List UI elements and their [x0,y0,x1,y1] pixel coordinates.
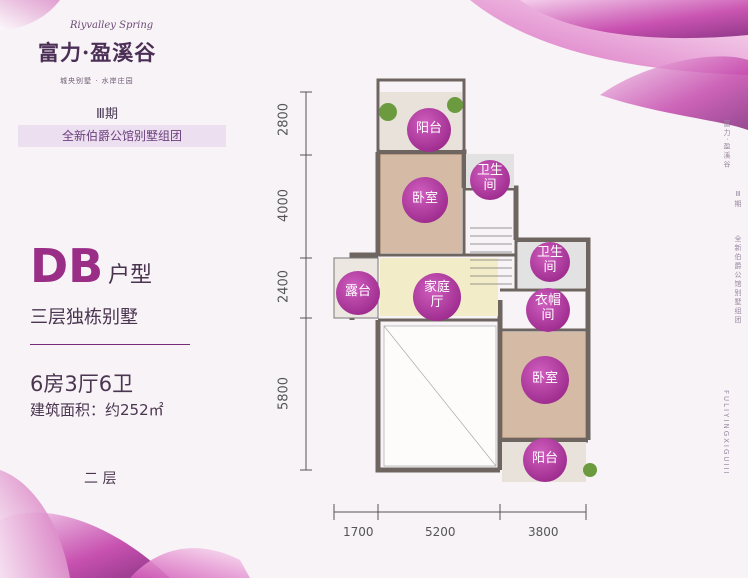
room-terrace: 露台 [344,284,371,299]
room-bath-top: 卫生 间 [476,163,503,193]
side-text-a: 富力·盈溪谷 [723,120,731,170]
unit-description: 三层独栋别墅 [30,307,138,328]
room-family-hall: 家庭 厅 [423,280,450,310]
bubble-balcony-bottom [523,438,567,482]
bubble-bath-right [530,242,570,282]
bubble-balcony-top [407,108,451,152]
logo-script-text: Riyvalley Spring [70,20,154,31]
phase-label: Ⅲ期 [96,107,118,122]
room-bath-right: 卫生 间 [536,245,563,275]
dim-h-2: 5200 [425,525,456,539]
side-text-d: FULIYINGXIGUIII [722,390,730,476]
bubble-bedroom-bottom [521,356,569,404]
logo-title: 富力·盈溪谷 [38,40,157,65]
floor-label: 二 层 [84,471,117,487]
divider [30,344,190,345]
room-bedroom-top: 卧室 [411,191,438,206]
dim-h-1: 1700 [343,525,374,539]
bubble-bedroom-top [402,177,448,223]
bubble-family-hall [413,273,461,321]
unit-code: DB [30,239,104,293]
logo-subtitle: 城央别墅 · 水岸庄园 [60,77,134,85]
room-balcony-top: 阳台 [415,121,442,136]
side-text-b: Ⅲ期 [734,190,742,209]
room-closet: 衣帽 间 [534,293,561,323]
dim-h-3: 3800 [528,525,559,539]
room-balcony-bottom: 阳台 [531,451,558,466]
bubble-terrace [336,271,380,315]
floor-area: 建筑面积：约252㎡ [30,401,164,419]
bubble-bath-top [470,160,510,200]
unit-type-word: 户型 [108,263,153,288]
room-count: 6房3厅6卫 [30,372,134,396]
side-text-c: 全新伯爵公馆别墅组团 [734,235,742,325]
room-bedroom-bottom: 卧室 [531,371,558,386]
group-badge: 全新伯爵公馆别墅组团 [18,125,226,147]
bubble-closet [526,288,570,332]
